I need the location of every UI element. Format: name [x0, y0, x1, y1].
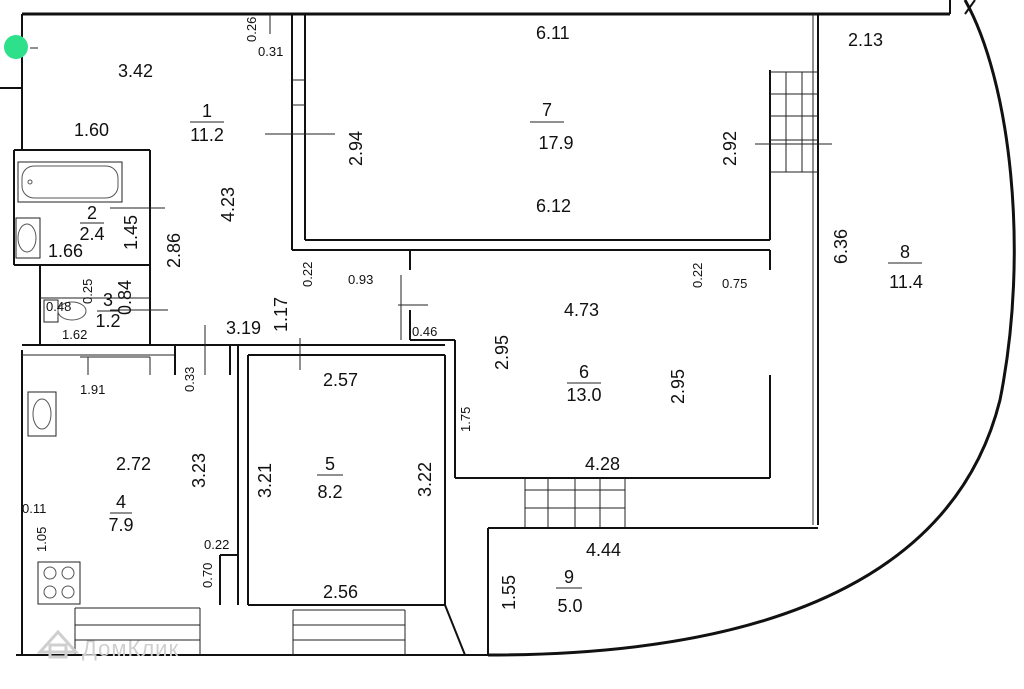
stove-icon [37, 561, 81, 605]
dim-label: 4.23 [218, 187, 238, 222]
dim-label: 0.22 [300, 262, 315, 287]
room-9-number: 9 [564, 567, 574, 587]
dim-label: 2.95 [668, 369, 688, 404]
fixtures [15, 161, 123, 605]
room-2-number: 2 [87, 203, 97, 223]
room-7-area: 17.9 [538, 133, 573, 153]
dim-label: 1.91 [80, 382, 105, 397]
dim-label: 3.23 [189, 453, 209, 488]
room-9-area: 5.0 [557, 596, 582, 616]
room-4-number: 4 [116, 492, 126, 512]
dim-label: 4.44 [586, 540, 621, 560]
room-7-number: 7 [542, 100, 552, 120]
dim-label: 0.22 [690, 263, 705, 288]
dim-label: 2.56 [323, 582, 358, 602]
dim-label: 2.72 [116, 454, 151, 474]
dim-label: 6.36 [831, 229, 851, 264]
dim-label: 3.21 [255, 463, 275, 498]
dim-label: 0.93 [348, 272, 373, 287]
dim-label: 1.62 [62, 327, 87, 342]
toilet-icon [43, 299, 87, 323]
dim-label: 1.75 [458, 407, 473, 432]
room-4-area: 7.9 [108, 515, 133, 535]
room-1-area: 11.2 [190, 125, 224, 145]
room-3-area: 1.2 [95, 311, 120, 331]
dim-label: 1.05 [34, 527, 49, 552]
dim-label: 2.92 [720, 131, 740, 166]
dim-label: 0.70 [200, 563, 215, 588]
room-1-number: 1 [202, 101, 212, 121]
dim-label: 2.95 [492, 335, 512, 370]
dim-label: 2.94 [346, 131, 366, 166]
dim-label: 6.11 [536, 23, 570, 43]
room-6-area: 13.0 [566, 385, 601, 405]
room-8-area: 11.4 [889, 272, 923, 292]
dim-label: 0.48 [46, 299, 71, 314]
watermark-text: ДомКлик [82, 636, 179, 661]
room-2-area: 2.4 [79, 224, 104, 244]
dim-label: 1.60 [74, 120, 109, 140]
room-6-number: 6 [579, 362, 589, 382]
dim-label: 3.42 [118, 61, 153, 81]
dim-label: 0.31 [258, 44, 283, 59]
dim-label: 1.45 [121, 215, 141, 250]
room-5-number: 5 [325, 454, 335, 474]
dim-label: 0.84 [115, 280, 135, 315]
dim-label: 3.19 [226, 318, 261, 338]
sink-icon [15, 217, 41, 259]
dim-label: 2.13 [848, 30, 883, 50]
dim-label: 0.25 [80, 279, 95, 304]
outer-walls [0, 0, 1016, 657]
dim-label: 2.57 [323, 370, 358, 390]
room-8-number: 8 [900, 242, 910, 262]
dim-label: 0.46 [412, 324, 437, 339]
dim-label: 0.26 [244, 17, 259, 42]
dim-label: 4.28 [585, 454, 620, 474]
dim-label: 1.17 [271, 297, 291, 332]
dim-label: 0.75 [722, 276, 747, 291]
dim-label: 1.55 [499, 575, 519, 610]
dim-label: 0.33 [182, 367, 197, 392]
kitchen-sink-icon [27, 391, 57, 437]
dim-label: 0.22 [204, 537, 229, 552]
room-3-number: 3 [103, 290, 113, 310]
dimension-lines [30, 14, 832, 375]
dim-label: 1.66 [48, 241, 83, 261]
bathtub-icon [17, 161, 123, 203]
domclick-logo-icon [36, 629, 80, 659]
dim-label: 6.12 [536, 196, 571, 216]
dimension-labels: 0.26 0.31 3.42 1.60 4.23 6.11 2.94 2.92 … [22, 17, 883, 610]
location-marker[interactable] [4, 35, 28, 59]
interior-walls [13, 14, 819, 656]
dim-label: 3.22 [415, 462, 435, 497]
watermark: ДомКлик [36, 629, 179, 661]
dim-label: 0.11 [22, 501, 46, 516]
room-labels: 1 11.2 2 2.4 3 1.2 4 7.9 5 8.2 6 13.0 7 … [79, 100, 922, 616]
dim-label: 4.73 [564, 300, 599, 320]
dim-label: 2.86 [164, 233, 184, 268]
room-5-area: 8.2 [317, 482, 342, 502]
